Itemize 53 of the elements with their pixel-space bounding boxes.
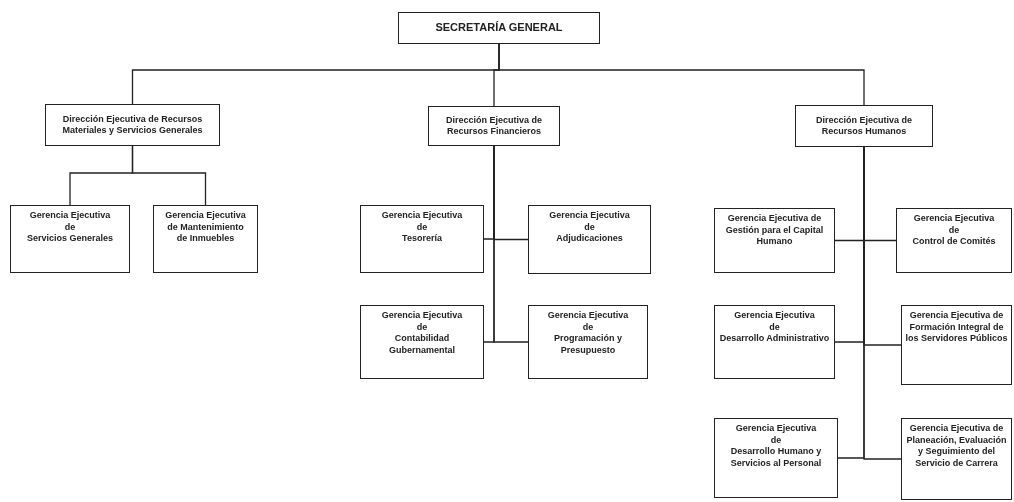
org-box	[153, 205, 258, 273]
box-label: de	[416, 321, 428, 333]
org-box	[901, 418, 1012, 500]
org-box	[360, 305, 484, 379]
box-label: Gerencia Ejecutiva	[734, 310, 815, 322]
box-label: Programación y Presupuesto	[553, 333, 623, 356]
box-label: Dirección Ejecutiva de Recursos Materiales y Servicios Generales	[61, 113, 204, 137]
box-label: de Inmuebles	[176, 233, 235, 245]
connector-line	[493, 145, 529, 343]
box-label: Gerencia Ejecutiva	[735, 423, 817, 435]
box-label: Gerencia Ejecutiva	[913, 213, 995, 225]
box-label: Servicios Generales	[26, 233, 114, 245]
box-label: Gerencia Ejecutiva de Gestión para el Capital Humano	[724, 213, 825, 248]
box-label: de	[416, 221, 428, 233]
org-box	[901, 305, 1012, 385]
box-label: Gerencia Ejecutiva	[29, 210, 111, 222]
box-label: de	[948, 224, 960, 236]
org-box	[428, 106, 560, 146]
org-box	[360, 205, 484, 273]
org-box	[10, 205, 130, 273]
box-label: Dirección Ejecutiva de Recursos Financieros	[444, 114, 543, 138]
box-label: Gerencia Ejecutiva	[547, 310, 629, 322]
org-box	[714, 208, 835, 273]
box-label: Gerencia Ejecutiva	[549, 210, 630, 222]
box-label: Gerencia Ejecutiva	[381, 310, 463, 322]
box-label: de	[584, 221, 595, 233]
org-box	[714, 305, 835, 379]
box-label: de	[582, 321, 594, 333]
box-label: Tesorería	[402, 233, 442, 245]
box-label: Gerencia Ejecutiva de Formación Integral de los Servidores Públicos	[905, 310, 1008, 345]
org-box	[896, 208, 1012, 273]
box-label: Adjudicaciones	[556, 233, 623, 245]
box-label: de	[770, 434, 782, 446]
box-label: de	[769, 321, 780, 333]
org-box	[714, 418, 838, 498]
org-box	[795, 105, 933, 147]
box-label: Gerencia Ejecutiva	[381, 210, 463, 222]
box-label: Gerencia Ejecutiva	[165, 210, 246, 222]
box-label: de Mantenimiento	[167, 221, 244, 233]
box-label: de	[64, 221, 76, 233]
box-label: Dirección Ejecutiva de Recursos Humanos	[814, 114, 913, 138]
org-box	[528, 205, 651, 274]
box-label: Desarrollo Administrativo	[719, 333, 830, 345]
box-label: Gerencia Ejecutiva de Planeación, Evaluación y Seguimiento del Servicio de Carrera	[905, 423, 1008, 469]
box-label: Desarrollo Humano y Servicios al Personal	[729, 446, 823, 469]
org-box	[45, 104, 220, 146]
box-label: Control de Comités	[912, 236, 996, 248]
org-box	[528, 305, 648, 379]
connector-line	[131, 145, 207, 206]
box-label: Contabilidad Gubernamental	[388, 333, 456, 356]
box-label: SECRETARÍA GENERAL	[435, 22, 563, 34]
org-box	[398, 12, 600, 44]
connector-line	[498, 43, 865, 106]
